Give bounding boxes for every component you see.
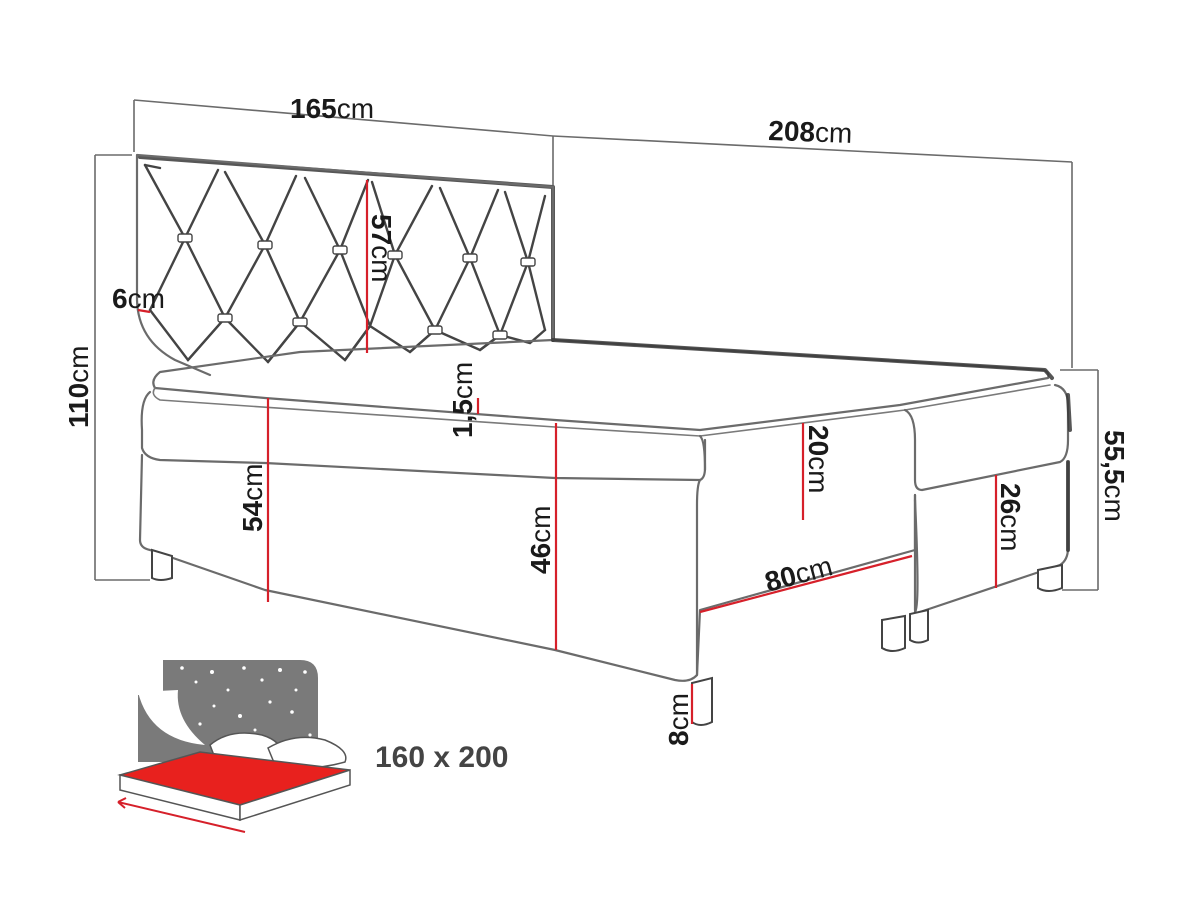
label-headboard-depth: 6cm <box>112 283 165 314</box>
stars-icon <box>158 666 312 737</box>
label-half-width: 80cm <box>762 550 836 598</box>
label-box-lower-height: 26cm <box>995 483 1026 551</box>
label-topper-height: 1,5cm <box>447 362 478 438</box>
leg-middle <box>881 614 906 652</box>
moon-icon <box>138 690 205 745</box>
dimension-guides <box>94 99 1099 591</box>
dimension-markers <box>137 180 998 724</box>
dimension-labels: 165cm 208cm 110cm 6cm 57cm 1,5cm 54cm 46… <box>63 93 1130 746</box>
leg-front-right <box>691 676 713 726</box>
label-leg-height: 8cm <box>663 693 694 746</box>
dim-line-80 <box>699 554 913 614</box>
label-length: 208cm <box>768 115 853 149</box>
label-headboard-height: 57cm <box>366 214 397 282</box>
legs <box>151 548 1063 726</box>
sleeping-area-label: 160 x 200 <box>375 741 508 774</box>
label-total-height: 110cm <box>63 346 94 429</box>
leg-front-left <box>151 548 173 581</box>
label-base-height: 54cm <box>237 464 268 532</box>
headboard-tufting <box>143 163 547 364</box>
sleeping-area-icon: 160 x 200 <box>117 660 508 833</box>
dim-line-6 <box>137 308 151 314</box>
headboard <box>135 153 555 377</box>
mattress <box>140 383 1072 492</box>
size-arrow <box>117 797 246 833</box>
label-side-height: 55,5cm <box>1099 430 1130 522</box>
headboard-buttons <box>177 233 536 340</box>
leg-middle-2 <box>909 608 929 644</box>
topper <box>152 338 1054 437</box>
label-mattress-height: 20cm <box>803 425 834 493</box>
leg-back-right <box>1037 563 1063 592</box>
label-box-height: 46cm <box>525 506 556 574</box>
label-width: 165cm <box>290 93 374 124</box>
